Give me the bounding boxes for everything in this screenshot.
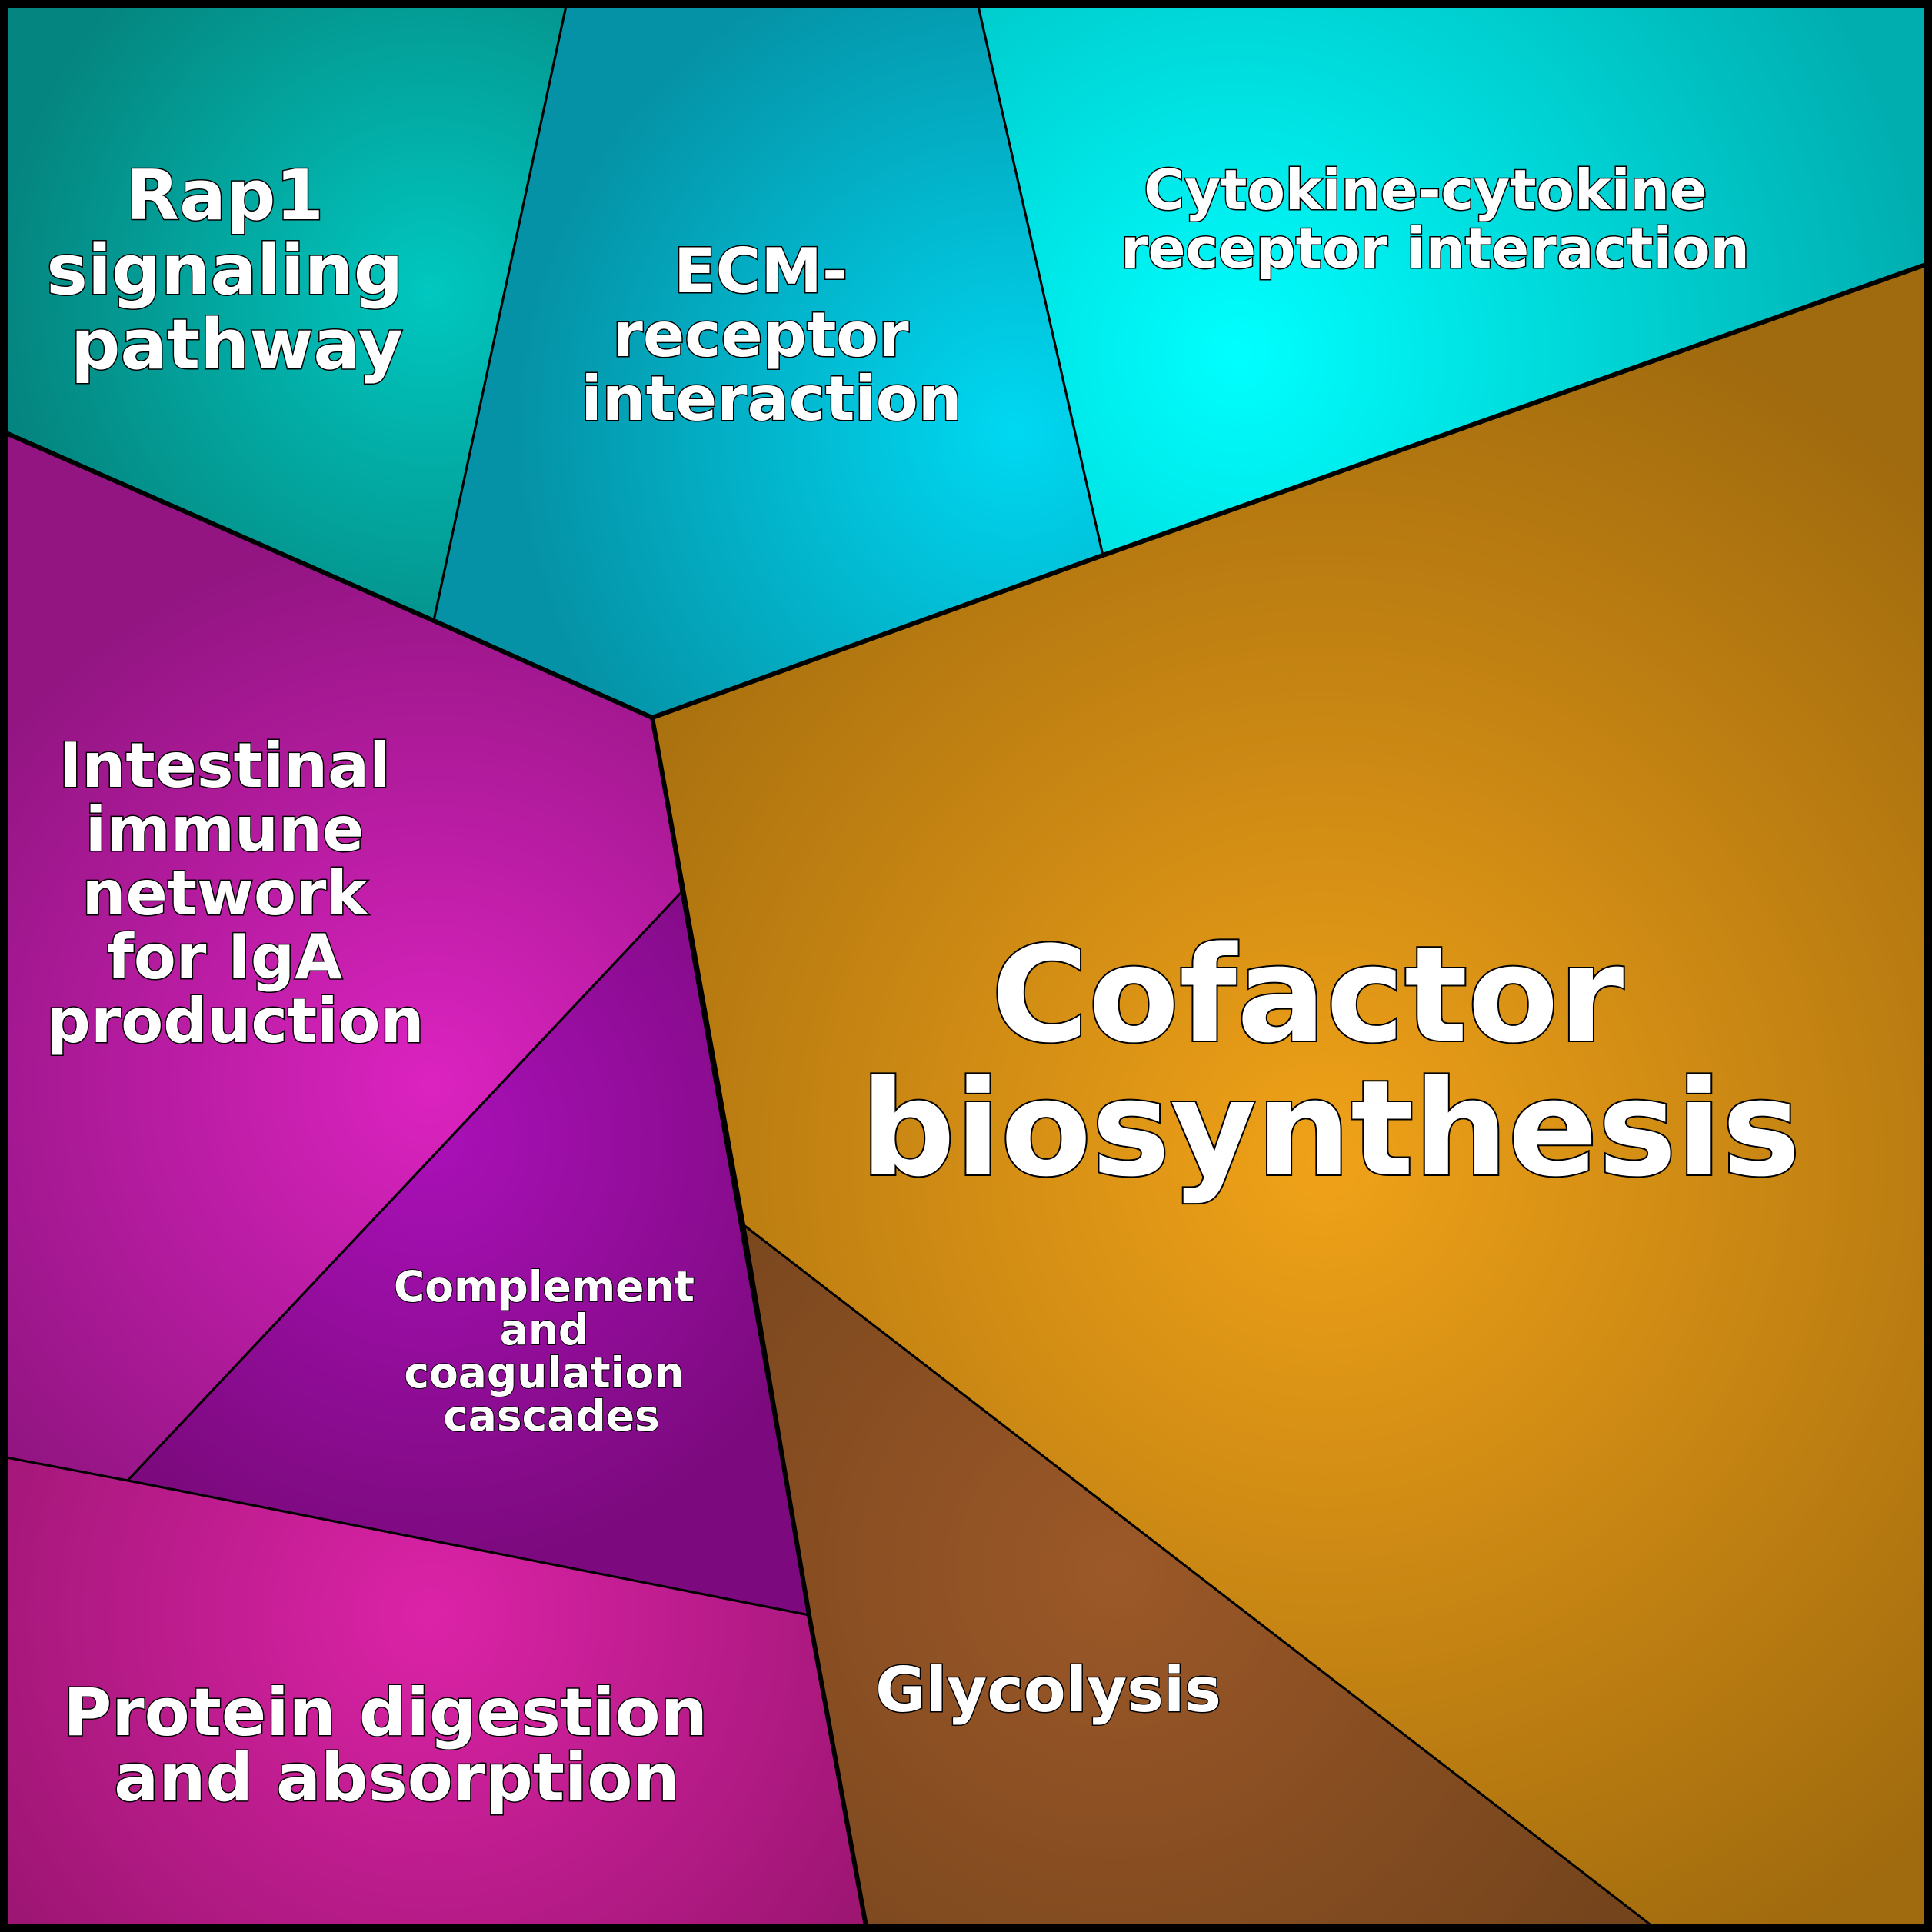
label-rap1-signaling: Rap1 signaling pathway <box>46 155 427 385</box>
label-protein-digestion: Protein digestion and absorption <box>63 1674 731 1817</box>
label-ecm-receptor: ECM- receptor interaction <box>581 235 961 435</box>
label-intestinal-immune: Intestinal immune network for IgA produc… <box>47 730 425 1057</box>
label-cofactor-biosynthesis: Cofactor biosynthesis <box>861 918 1800 1206</box>
label-complement-coagulation: Complement and coagulation cascades <box>394 1262 709 1441</box>
label-cytokine-receptor: Cytokine-cytokine receptor interaction <box>1121 158 1750 281</box>
group-boundary-center <box>650 717 868 1927</box>
label-glycolysis: Glycolysis <box>875 1654 1221 1726</box>
